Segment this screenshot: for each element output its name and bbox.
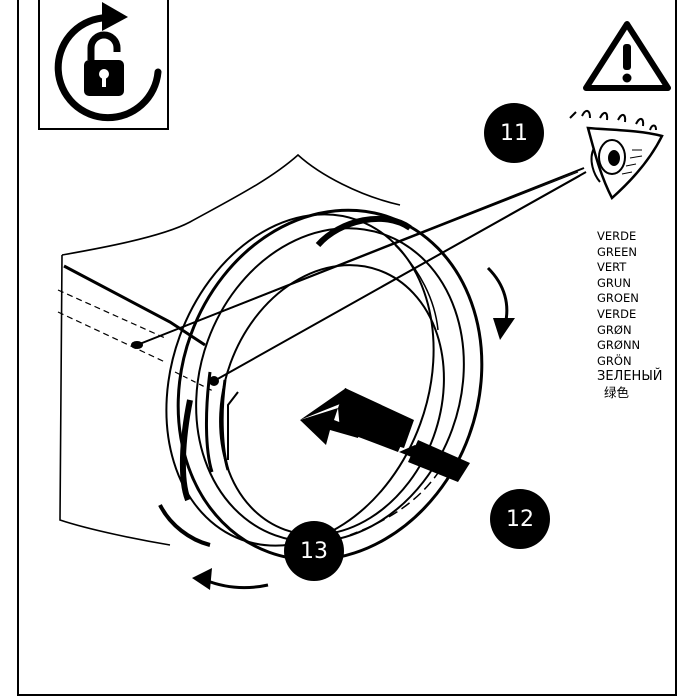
color-label: GROEN (597, 291, 639, 306)
unlock-icon-box (38, 0, 169, 130)
cover-face (219, 264, 445, 536)
housing-left-edge (59, 254, 171, 546)
color-label: ЗЕЛЕНЫЙ (597, 369, 663, 385)
color-label: GRØN (597, 322, 632, 337)
color-label: 绿色 (604, 384, 630, 400)
color-label: GREEN (597, 244, 638, 259)
rotate-arrow-bottom (204, 578, 269, 590)
callout-13: 13 (284, 521, 344, 581)
warning-triangle-icon (583, 21, 671, 91)
color-label: GRÖN (597, 353, 632, 368)
eye-splash-icon (569, 110, 664, 200)
ring-inner-edge (195, 227, 465, 543)
rotate-unlock-icon (54, 2, 162, 122)
color-label: VERDE (597, 229, 637, 243)
housing-top-edge (61, 153, 401, 256)
color-label-list: VERDE GREEN VERT GRUN GROEN VERDE GRØN G… (597, 229, 663, 401)
color-label: VERDE (597, 306, 637, 321)
color-label: GRØNN (597, 338, 641, 353)
push-arrow (300, 388, 470, 482)
callout-12: 12 (490, 489, 550, 549)
color-label: VERT (597, 260, 627, 275)
diagram-frame (17, 0, 677, 696)
rotate-arrow-right (486, 266, 509, 326)
housing-seam (63, 264, 206, 347)
callout-11: 11 (484, 103, 544, 163)
color-label: GRUN (597, 275, 631, 290)
